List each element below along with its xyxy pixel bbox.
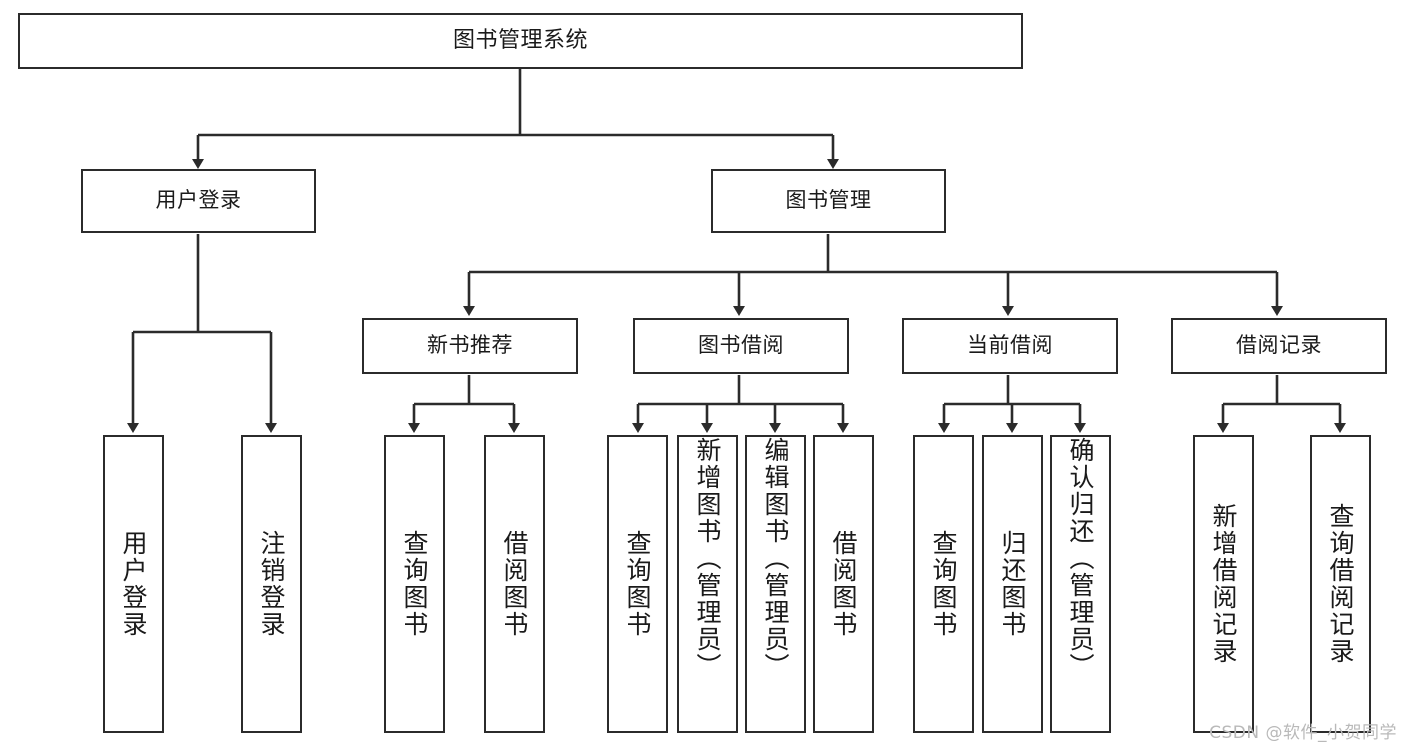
node-book-management[interactable]: 图书管理 bbox=[711, 169, 946, 233]
node-borrow-record[interactable]: 借阅记录 bbox=[1171, 318, 1387, 374]
node-label: 查询图书 bbox=[400, 530, 429, 638]
leaf-borrow-edit-book-admin[interactable]: 编辑图书（管理员） bbox=[745, 435, 806, 733]
leaf-new-book-borrow-book[interactable]: 借阅图书 bbox=[484, 435, 545, 733]
leaf-borrow-query-book[interactable]: 查询图书 bbox=[607, 435, 668, 733]
leaf-record-query-borrow-record[interactable]: 查询借阅记录 bbox=[1310, 435, 1371, 733]
leaf-current-return-book[interactable]: 归还图书 bbox=[982, 435, 1043, 733]
node-label: 归还图书 bbox=[998, 530, 1027, 638]
node-label: 用户登录 bbox=[155, 188, 242, 213]
node-label: 查询借阅记录 bbox=[1326, 503, 1355, 665]
leaf-borrow-add-book-admin[interactable]: 新增图书（管理员） bbox=[677, 435, 738, 733]
node-label: 借阅图书 bbox=[829, 530, 858, 638]
node-label: 当前借阅 bbox=[967, 333, 1053, 358]
node-label: 图书管理 bbox=[785, 188, 872, 213]
leaf-current-confirm-return-admin[interactable]: 确认归还（管理员） bbox=[1050, 435, 1111, 733]
watermark-text: CSDN @软件_小贺同学 bbox=[1209, 723, 1397, 743]
node-label: 编辑图书（管理员） bbox=[761, 437, 790, 680]
node-label: 查询图书 bbox=[623, 530, 652, 638]
leaf-user-login-login[interactable]: 用户登录 bbox=[103, 435, 164, 733]
leaf-borrow-borrow-book[interactable]: 借阅图书 bbox=[813, 435, 874, 733]
node-label: 图书管理系统 bbox=[452, 27, 588, 53]
node-label: 确认归还（管理员） bbox=[1066, 437, 1095, 680]
node-label: 新增借阅记录 bbox=[1209, 503, 1238, 665]
node-root-book-management-system[interactable]: 图书管理系统 bbox=[18, 13, 1023, 69]
node-label: 借阅图书 bbox=[500, 530, 529, 638]
node-label: 查询图书 bbox=[929, 530, 958, 638]
leaf-current-query-book[interactable]: 查询图书 bbox=[913, 435, 974, 733]
leaf-user-login-logout[interactable]: 注销登录 bbox=[241, 435, 302, 733]
node-current-borrow[interactable]: 当前借阅 bbox=[902, 318, 1118, 374]
node-user-login[interactable]: 用户登录 bbox=[81, 169, 316, 233]
leaf-new-book-query-book[interactable]: 查询图书 bbox=[384, 435, 445, 733]
node-label: 新增图书（管理员） bbox=[693, 437, 722, 680]
node-label: 注销登录 bbox=[257, 530, 286, 638]
leaf-record-add-borrow-record[interactable]: 新增借阅记录 bbox=[1193, 435, 1254, 733]
node-book-borrow[interactable]: 图书借阅 bbox=[633, 318, 849, 374]
node-label: 借阅记录 bbox=[1236, 333, 1322, 358]
node-label: 新书推荐 bbox=[427, 333, 513, 358]
node-new-book-recommend[interactable]: 新书推荐 bbox=[362, 318, 578, 374]
node-label: 图书借阅 bbox=[698, 333, 784, 358]
node-label: 用户登录 bbox=[119, 530, 148, 638]
